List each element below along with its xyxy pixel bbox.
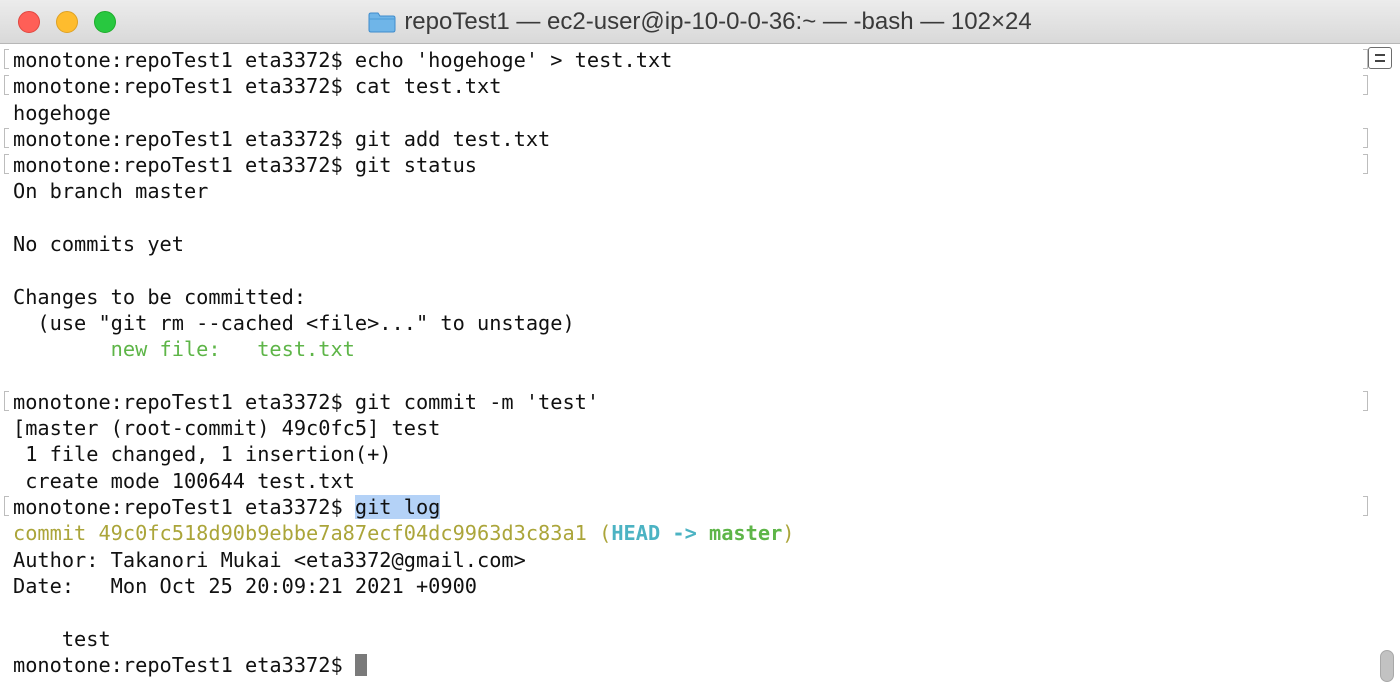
terminal-line-empty <box>0 257 1370 283</box>
terminal-content[interactable]: monotone:repoTest1 eta3372$ echo 'hogeho… <box>0 47 1370 689</box>
output-text: No commits yet <box>13 232 184 257</box>
shell-prompt: monotone:repoTest1 eta3372$ <box>13 74 355 99</box>
terminal-line: commit 49c0fc518d90b9ebbe7a87ecf04dc9963… <box>0 520 1370 546</box>
terminal-line: monotone:repoTest1 eta3372$ git log <box>0 494 1370 520</box>
command-mark <box>4 390 9 411</box>
output-text: Author: Takanori Mukai <eta3372@gmail.co… <box>13 547 526 572</box>
terminal-line: monotone:repoTest1 eta3372$ git commit -… <box>0 389 1370 415</box>
terminal-line-empty <box>0 363 1370 389</box>
output-text: (use "git rm --cached <file>..." to unst… <box>13 310 575 335</box>
output-text: test <box>13 626 111 651</box>
title-group: repoTest1 — ec2-user@ip-10-0-0-36:~ — -b… <box>0 0 1400 44</box>
vertical-scrollbar-thumb[interactable] <box>1380 650 1394 682</box>
terminal-line: monotone:repoTest1 eta3372$ git add test… <box>0 126 1370 152</box>
command-mark <box>4 75 9 96</box>
ref-close-paren: ) <box>782 521 795 546</box>
terminal-line: No commits yet <box>0 231 1370 257</box>
command-text: git status <box>354 153 477 178</box>
terminal-line: test <box>0 626 1370 652</box>
command-mark <box>1363 390 1368 411</box>
shell-prompt: monotone:repoTest1 eta3372$ <box>13 153 355 178</box>
command-text: git add test.txt <box>354 126 551 151</box>
output-text: Changes to be committed: <box>13 284 307 309</box>
shell-prompt: monotone:repoTest1 eta3372$ <box>13 495 355 520</box>
command-mark <box>4 496 9 517</box>
command-mark <box>4 127 9 148</box>
terminal-line: Author: Takanori Mukai <eta3372@gmail.co… <box>0 547 1370 573</box>
commit-hash-text: commit 49c0fc518d90b9ebbe7a87ecf04dc9963… <box>13 521 600 546</box>
terminal-line-empty <box>0 205 1370 231</box>
terminal-line: monotone:repoTest1 eta3372$ git status <box>0 152 1370 178</box>
output-text: create mode 100644 test.txt <box>13 468 355 493</box>
split-pane-toggle-button[interactable] <box>1368 47 1392 69</box>
terminal-line: 1 file changed, 1 insertion(+) <box>0 441 1370 467</box>
head-ref-text: HEAD -> <box>611 521 710 546</box>
terminal-line: monotone:repoTest1 eta3372$ cat test.txt <box>0 73 1370 99</box>
terminal-line: monotone:repoTest1 eta3372$ <box>0 652 1370 678</box>
command-text: echo 'hogehoge' > test.txt <box>354 48 673 72</box>
command-text: git commit -m 'test' <box>354 389 600 414</box>
terminal-line: [master (root-commit) 49c0fc5] test <box>0 415 1370 441</box>
terminal-line: monotone:repoTest1 eta3372$ echo 'hogeho… <box>0 47 1370 73</box>
terminal-line: Date: Mon Oct 25 20:09:21 2021 +0900 <box>0 573 1370 599</box>
output-text: On branch master <box>13 179 209 204</box>
window-title: repoTest1 — ec2-user@ip-10-0-0-36:~ — -b… <box>404 8 1032 35</box>
terminal-line: (use "git rm --cached <file>..." to unst… <box>0 310 1370 336</box>
output-text: 1 file changed, 1 insertion(+) <box>13 442 392 467</box>
output-text: hogehoge <box>13 100 111 125</box>
minimize-window-button[interactable] <box>56 11 78 33</box>
output-text: [master (root-commit) 49c0fc5] test <box>13 416 441 441</box>
terminal-line: Changes to be committed: <box>0 284 1370 310</box>
terminal-line: new file: test.txt <box>0 336 1370 362</box>
branch-ref-text: master <box>709 521 783 546</box>
selected-command-text[interactable]: git log <box>354 495 441 520</box>
zoom-window-button[interactable] <box>94 11 116 33</box>
terminal-line: On branch master <box>0 178 1370 204</box>
folder-icon <box>368 12 396 33</box>
command-mark <box>1363 75 1368 96</box>
shell-prompt: monotone:repoTest1 eta3372$ <box>13 652 355 677</box>
command-mark <box>1363 496 1368 517</box>
ref-open-paren: ( <box>599 521 612 546</box>
command-mark <box>1363 49 1368 69</box>
text-cursor[interactable] <box>354 653 367 676</box>
shell-prompt: monotone:repoTest1 eta3372$ <box>13 126 355 151</box>
terminal-line: create mode 100644 test.txt <box>0 468 1370 494</box>
shell-prompt: monotone:repoTest1 eta3372$ <box>13 389 355 414</box>
terminal-line: hogehoge <box>0 100 1370 126</box>
output-text: Date: Mon Oct 25 20:09:21 2021 +0900 <box>13 573 477 598</box>
close-window-button[interactable] <box>18 11 40 33</box>
command-mark <box>4 154 9 175</box>
shell-prompt: monotone:repoTest1 eta3372$ <box>13 48 355 72</box>
command-mark <box>4 49 9 69</box>
command-text: cat test.txt <box>354 74 502 99</box>
terminal-line-empty <box>0 599 1370 625</box>
command-mark <box>1363 127 1368 148</box>
title-bar[interactable]: repoTest1 — ec2-user@ip-10-0-0-36:~ — -b… <box>0 0 1400 44</box>
staged-file-text: new file: test.txt <box>13 337 355 362</box>
command-mark <box>1363 154 1368 175</box>
